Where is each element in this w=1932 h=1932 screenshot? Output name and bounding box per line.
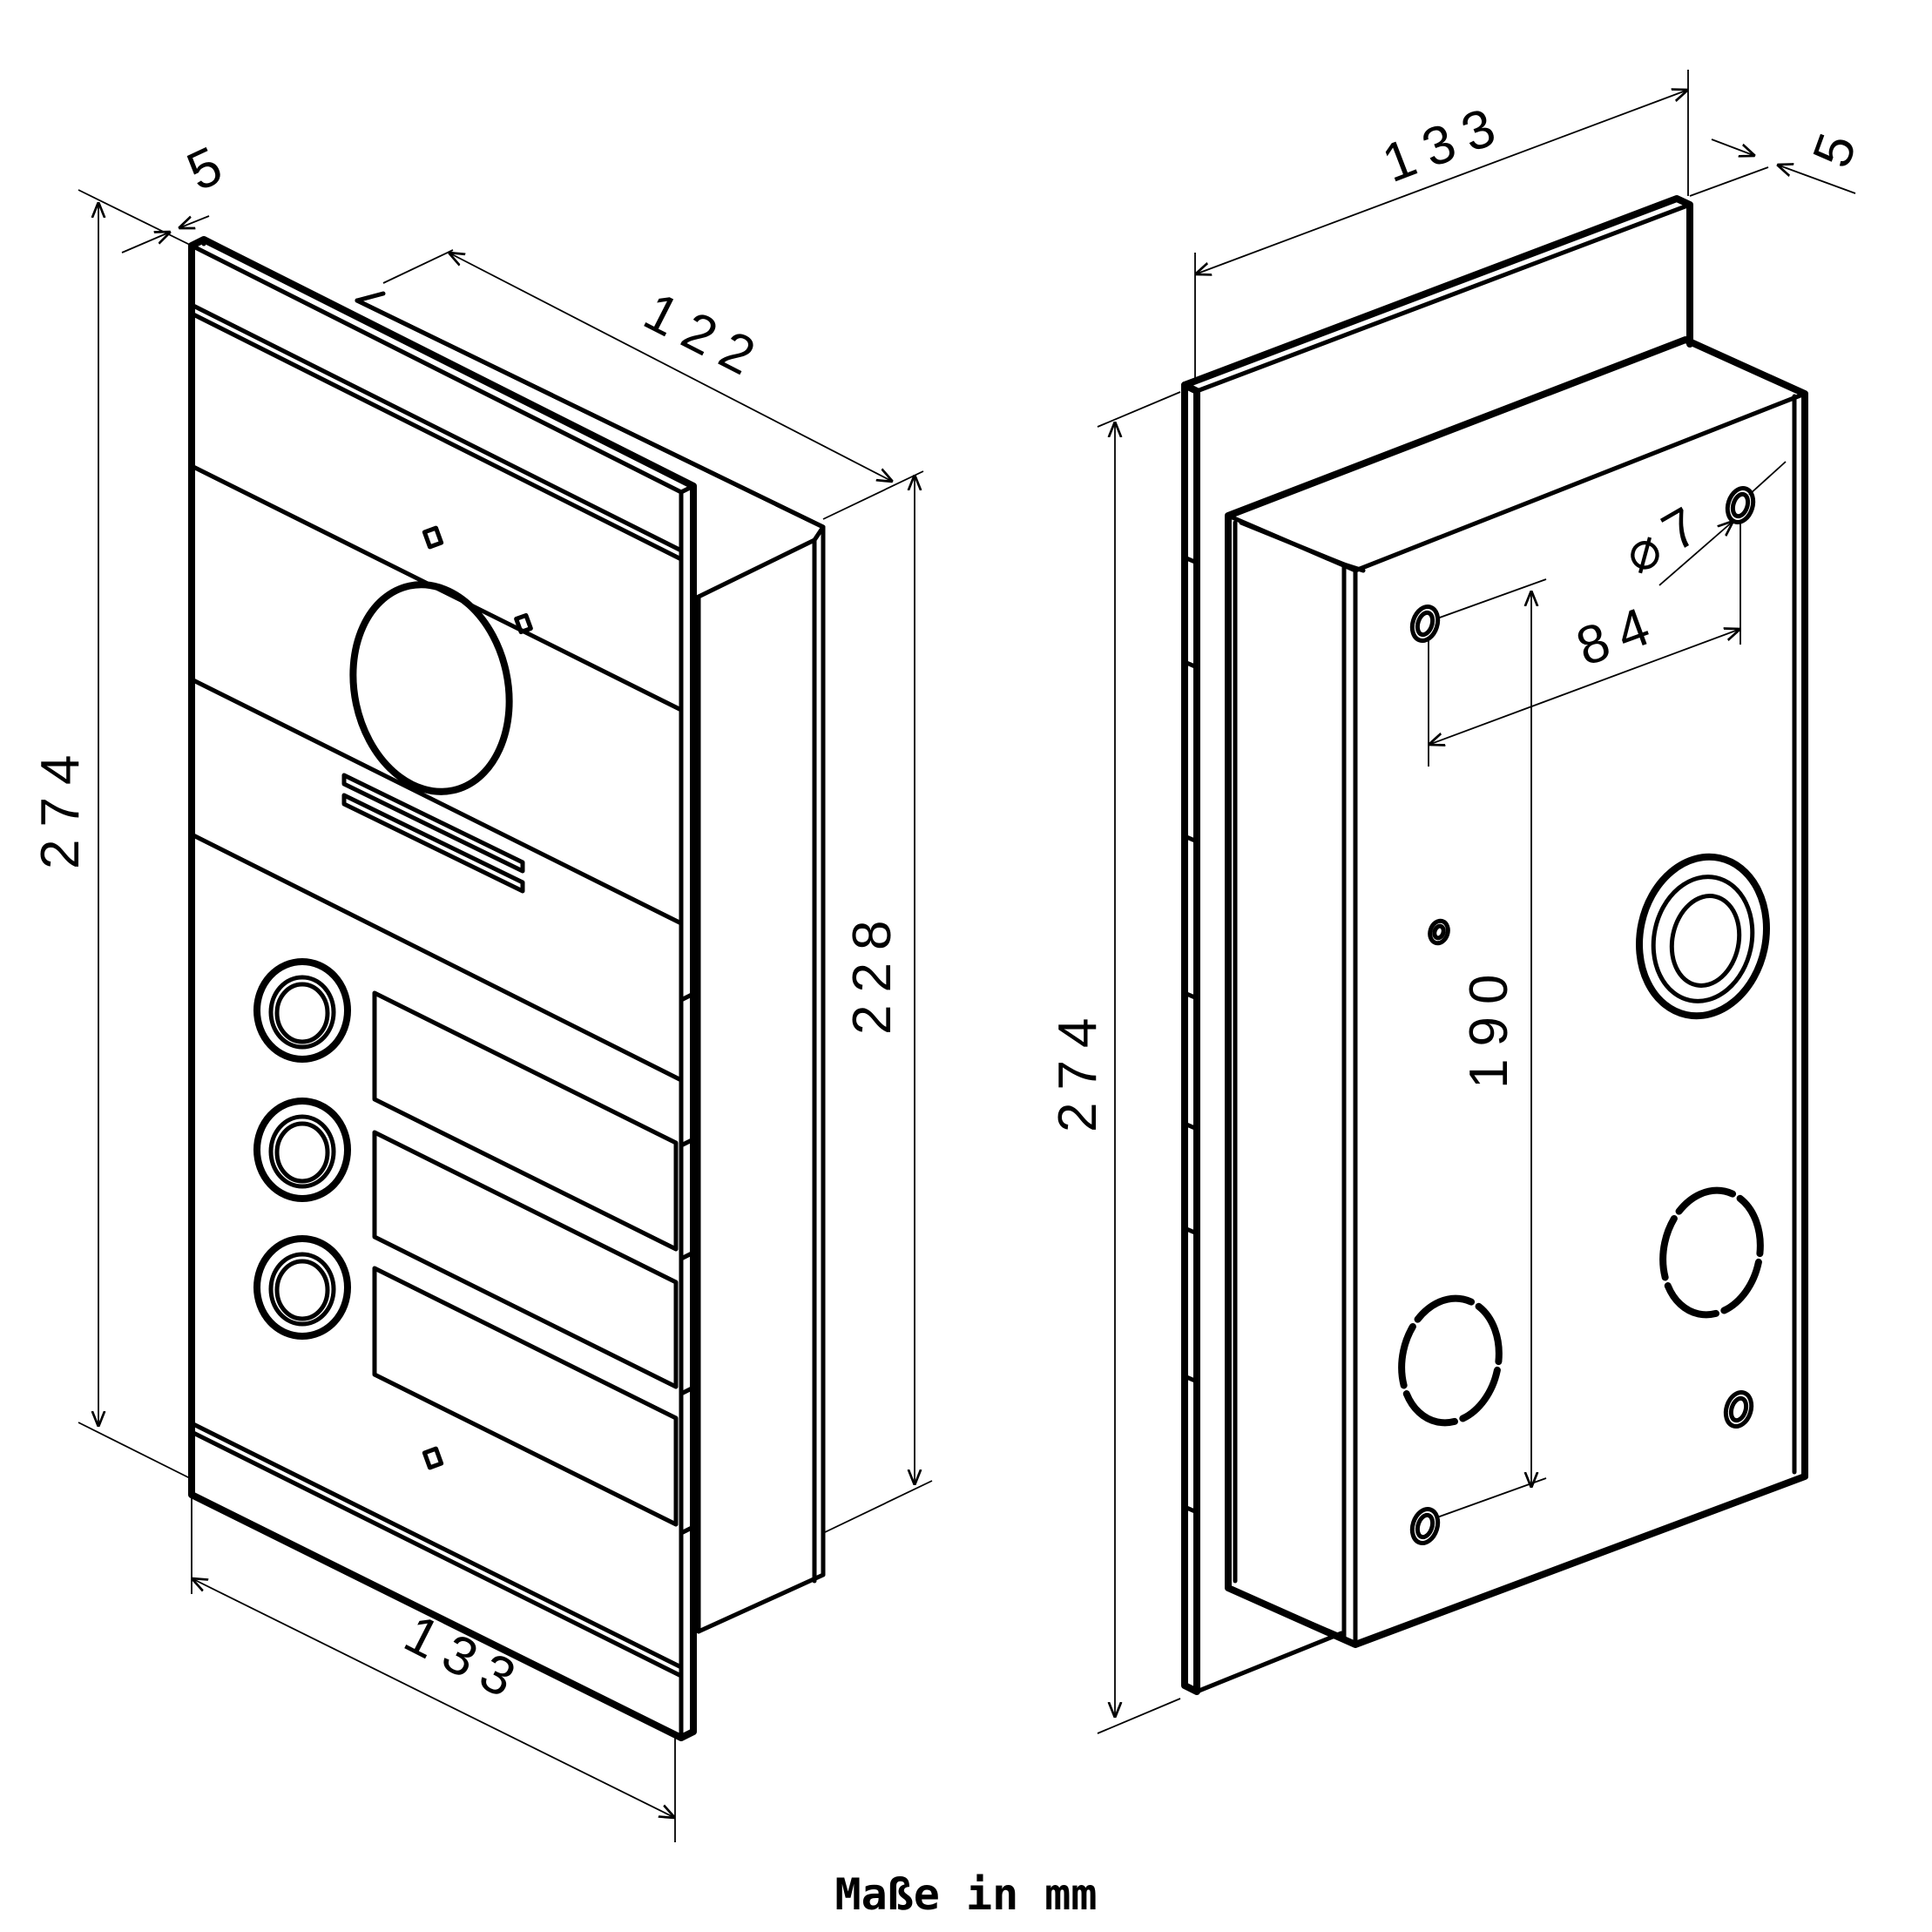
dim-274-right: 274 [1048, 1006, 1108, 1132]
dim-133-left: 133 [395, 1604, 536, 1715]
call-button-1 [253, 958, 351, 1063]
flush-box [355, 291, 826, 1634]
mount-hole-top-left [1409, 604, 1441, 644]
dim-5-right: 5 [1801, 115, 1872, 175]
call-button-3 [253, 1235, 351, 1340]
name-plate-2 [372, 1130, 679, 1389]
camera-lens [349, 581, 513, 795]
speaker-grille [341, 773, 525, 894]
back-view [1181, 195, 1808, 1695]
units-caption: Maße in mm [834, 1869, 1098, 1920]
call-button-2 [253, 1098, 351, 1202]
dim-5-left: 5 [179, 131, 242, 203]
camera-screw [514, 612, 533, 635]
front-view [188, 236, 826, 1741]
dim-274-left: 274 [30, 743, 91, 869]
dim-133-right: 133 [1375, 93, 1515, 195]
dim-122: 122 [635, 281, 775, 393]
knockout-left [1398, 1294, 1503, 1427]
mount-hole-bottom-left [1409, 1506, 1441, 1546]
bottom-screw [422, 1446, 444, 1470]
knockout-right [1659, 1186, 1764, 1319]
dim-diameter-7: ⌀7 [1614, 490, 1719, 585]
surface-box [1225, 336, 1808, 1648]
right-dimensions: 133 5 274 ⌀7 84 190 [1048, 70, 1873, 1734]
small-hole [1428, 918, 1450, 946]
top-screw [422, 525, 444, 550]
name-plate-1 [372, 990, 679, 1252]
dim-228: 228 [842, 909, 902, 1035]
dim-84: 84 [1569, 592, 1669, 678]
name-plate-3 [372, 1266, 679, 1527]
dim-190: 190 [1459, 963, 1519, 1089]
mount-hole-bottom-right [1723, 1389, 1754, 1429]
cable-grommet [1636, 853, 1770, 1020]
front-plate [188, 236, 697, 1741]
